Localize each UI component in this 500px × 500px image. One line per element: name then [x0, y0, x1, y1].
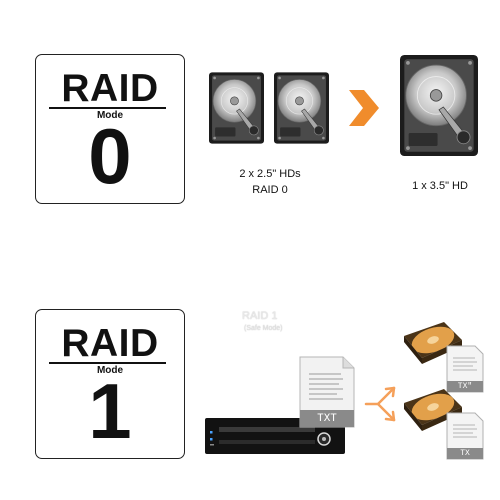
hard-drive-icon [400, 54, 478, 157]
text-document-icon: TX" [446, 345, 484, 393]
fork-arrow-icon [364, 386, 396, 422]
raid1-number: 1 [88, 367, 132, 455]
target-drive-label: 1 x 3.5" HD [412, 180, 468, 192]
raid1-overlay-title: RAID 1 [242, 310, 278, 322]
hard-drive-icon [404, 389, 462, 431]
raid1-mode-card: RAID Mode 1 [35, 309, 185, 459]
raid1-title: RAID [61, 322, 159, 365]
hard-drive-icon [209, 72, 264, 144]
copy1-doc-label: TX" [457, 382, 473, 391]
hard-drive-icon [274, 72, 329, 144]
source-raid-label: RAID 0 [252, 184, 288, 196]
raid0-number: 0 [88, 112, 132, 200]
source-drives-label: 2 x 2.5" HDs [239, 168, 301, 180]
copy2-doc-label: TX [460, 449, 470, 458]
raid0-mode-card: RAID Mode 0 [35, 54, 185, 204]
raid0-divider [49, 107, 166, 109]
text-document-icon: TX [446, 412, 484, 460]
raid1-divider [49, 362, 166, 364]
raid0-title: RAID [61, 67, 159, 110]
doc-label: TXT [317, 413, 337, 425]
text-document-icon: TXT [299, 356, 355, 428]
raid0-source-caption: 2 x 2.5" HDs RAID 0 [218, 166, 322, 198]
chevron-right-icon [349, 90, 379, 126]
raid1-overlay-subtitle: (Safe Mode) [244, 325, 283, 332]
raid1-mode-label: Mode [96, 365, 124, 376]
raid0-mode-label: Mode [96, 110, 124, 121]
